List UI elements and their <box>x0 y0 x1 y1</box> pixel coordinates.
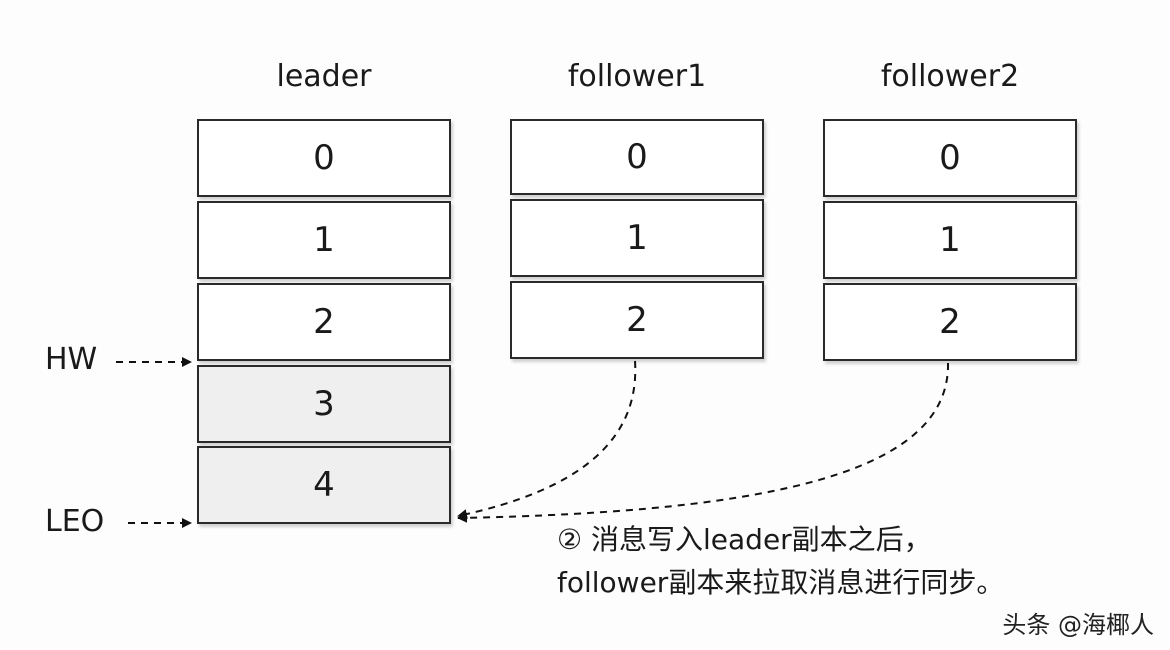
follower1-title: follower1 <box>567 59 707 94</box>
leader-title: leader <box>276 59 372 94</box>
follower2-fetch-arrow <box>457 362 950 523</box>
leader-offset-1: 1 <box>197 201 451 279</box>
follower1-offset-0: 0 <box>510 119 764 195</box>
follower1-offset-2: 2 <box>510 281 764 359</box>
leader-offset-0: 0 <box>197 119 451 197</box>
follower1-fetch-arrow <box>457 360 637 520</box>
leo-label: LEO <box>45 504 105 539</box>
hw-label: HW <box>45 342 98 377</box>
follower2-offset-2: 2 <box>823 283 1077 361</box>
note-line-1: ② 消息写入leader副本之后， <box>557 523 932 556</box>
leader-offset-2: 2 <box>197 283 451 361</box>
follower2-offset-0: 0 <box>823 119 1077 197</box>
note-line-2: follower副本来拉取消息进行同步。 <box>557 566 1005 599</box>
follower2-offset-1: 1 <box>823 201 1077 279</box>
follower2-title: follower2 <box>880 59 1020 94</box>
leader-offset-4: 4 <box>197 446 451 524</box>
leader-offset-3: 3 <box>197 365 451 443</box>
watermark: 头条 @海椰人 <box>1002 611 1154 639</box>
follower1-offset-1: 1 <box>510 199 764 277</box>
